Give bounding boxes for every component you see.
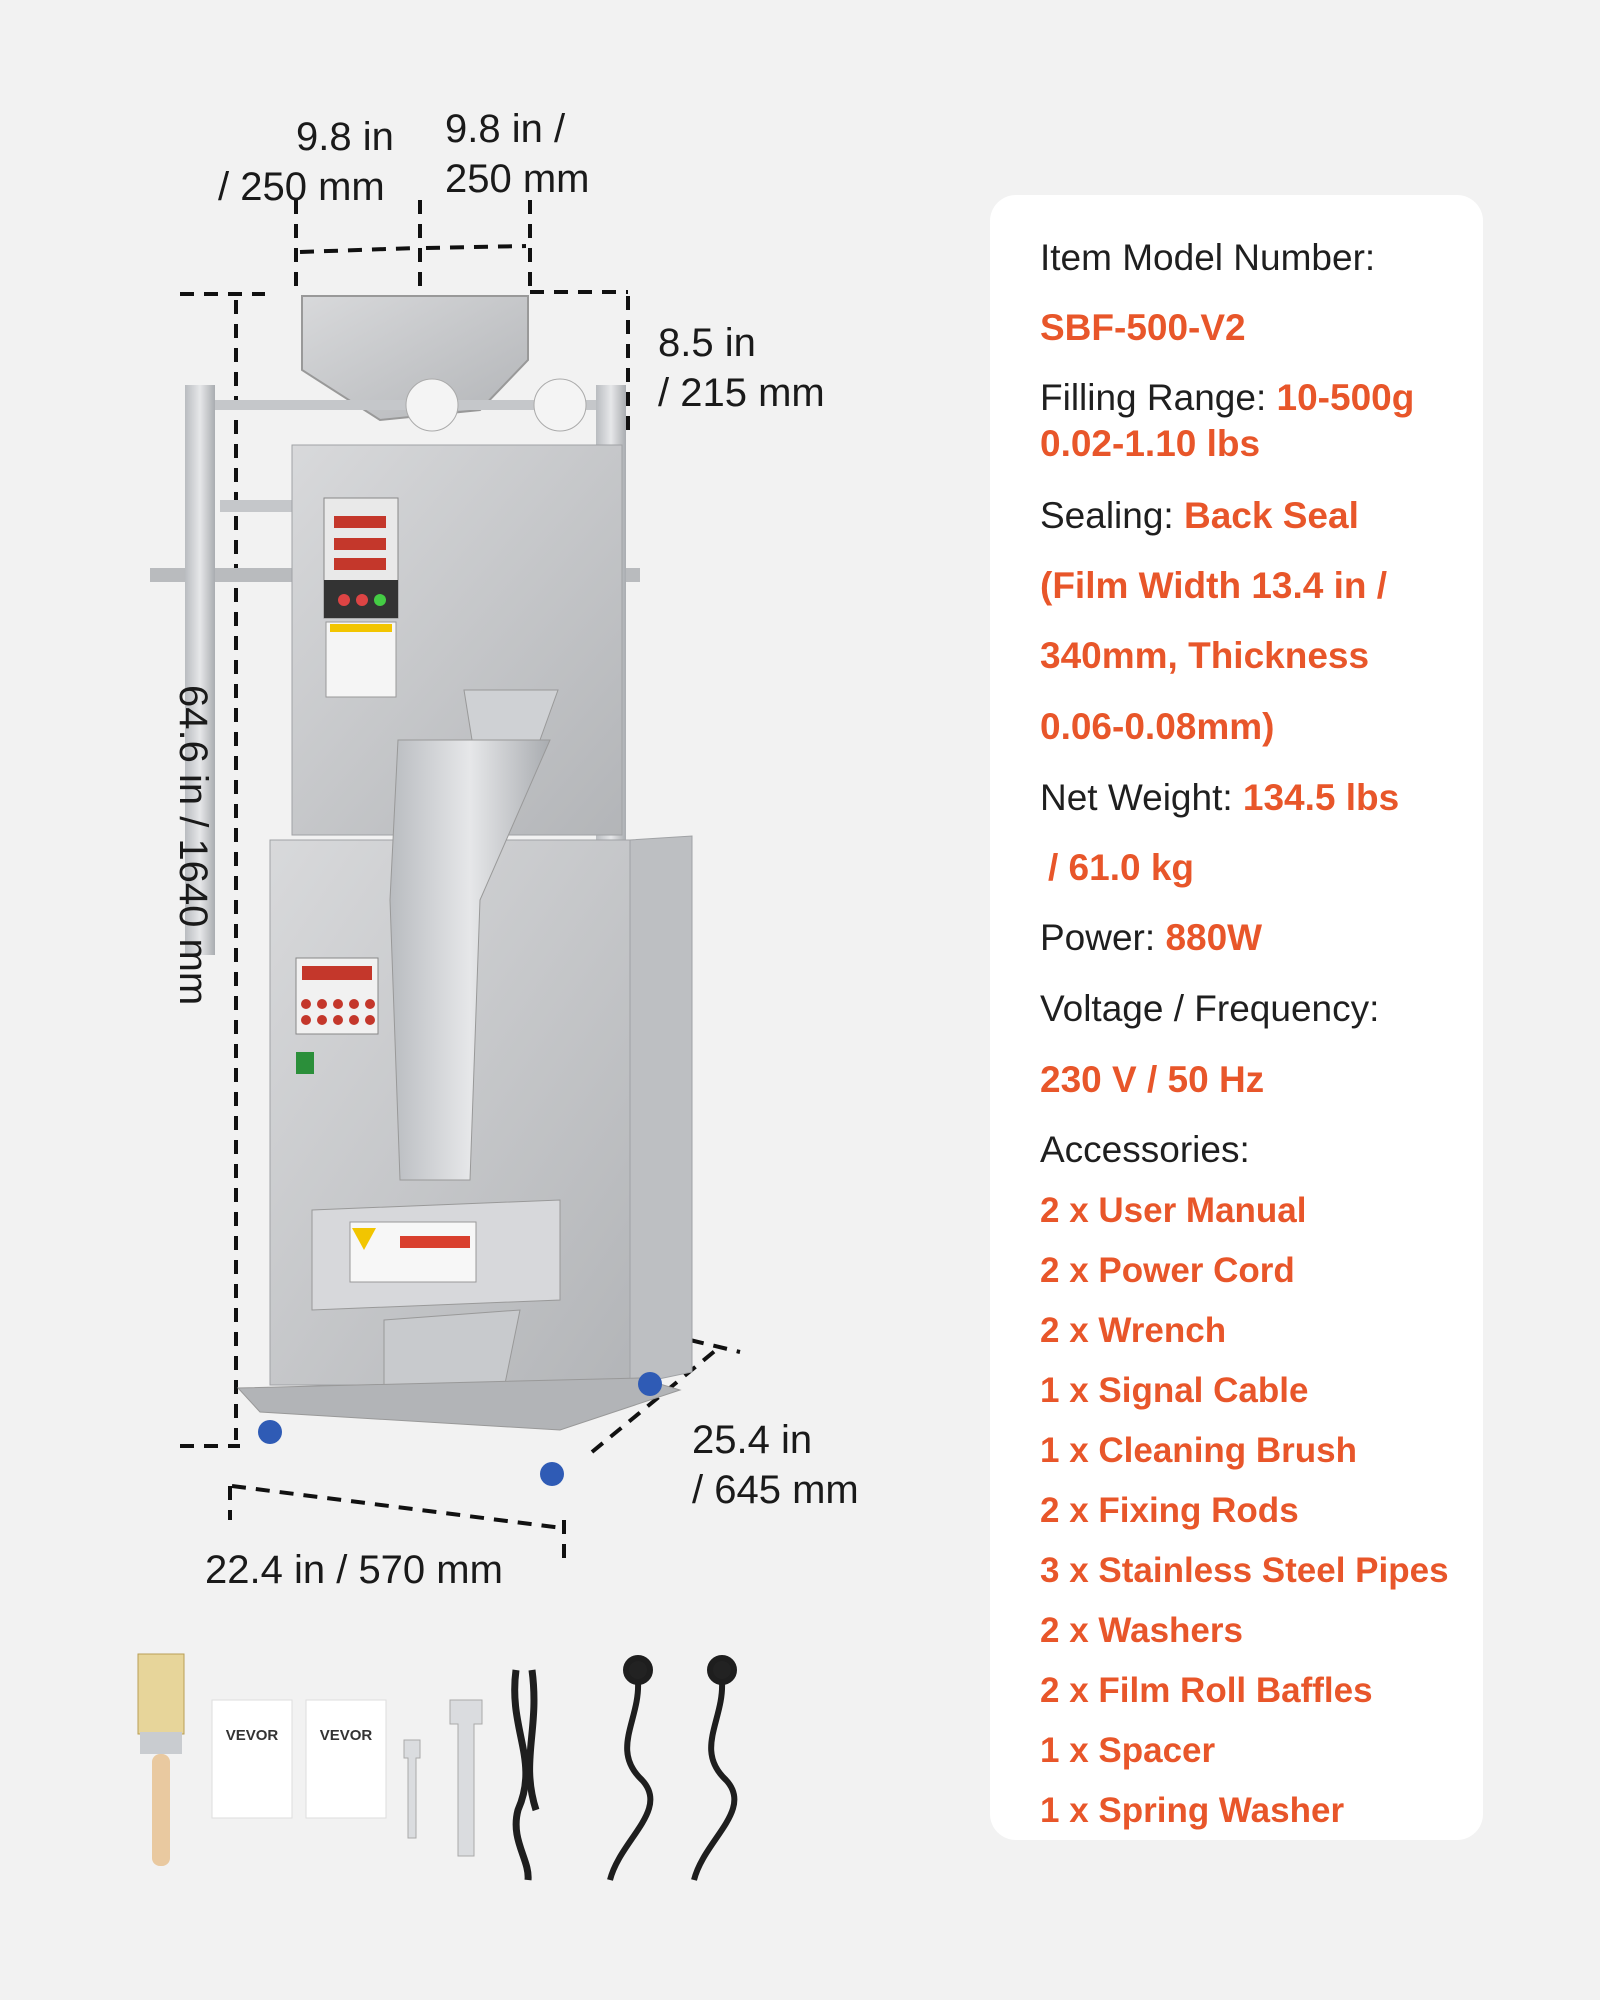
sealing-detail-1: (Film Width 13.4 in / <box>1040 565 1388 606</box>
power-value: 880W <box>1165 917 1263 958</box>
weight-label: Net Weight: <box>1040 777 1233 818</box>
accessory-item: 1 x Spring Washer <box>1040 1791 1345 1830</box>
filling-label: Filling Range: <box>1040 377 1267 418</box>
accessory-item: 2 x User Manual <box>1040 1191 1307 1230</box>
sealing: Sealing: Back Seal <box>1040 493 1359 539</box>
accessory-item: 2 x Wrench <box>1040 1311 1227 1350</box>
dim-width: 22.4 in / 570 mm <box>205 1548 503 1592</box>
net-weight: Net Weight: 134.5 lbs <box>1040 775 1399 821</box>
dim-total-height: 64.6 in / 1640 mm <box>171 685 215 1006</box>
dimension-lines <box>180 200 741 1566</box>
dim-top-right: 9.8 in / 250 mm <box>445 107 590 201</box>
accessory-item: 2 x Power Cord <box>1040 1251 1295 1290</box>
weight-value-kg: / 61.0 kg <box>1048 847 1195 888</box>
manual-icon: VEVOR <box>211 1699 293 1819</box>
accessory-item: 3 x Stainless Steel Pipes <box>1040 1551 1449 1590</box>
dim-hopper-height: 8.5 in / 215 mm <box>658 321 825 415</box>
sealing-detail-2: 340mm, Thickness <box>1040 635 1370 676</box>
accessories-illustration: VEVOR VEVOR <box>137 1653 738 1881</box>
accessory-item: 2 x Washers <box>1040 1611 1243 1650</box>
manual-icon: VEVOR <box>305 1699 387 1819</box>
power-label: Power: <box>1040 917 1156 958</box>
accessories-label: Accessories: <box>1040 1129 1250 1170</box>
accessory-item: 1 x Signal Cable <box>1040 1371 1309 1410</box>
dim-depth: 25.4 in / 645 mm <box>692 1418 859 1512</box>
power: Power: 880W <box>1040 915 1262 961</box>
model-value: SBF-500-V2 <box>1040 307 1246 348</box>
accessory-item: 1 x Spacer <box>1040 1731 1216 1770</box>
manual-brand: VEVOR <box>320 1727 373 1744</box>
filling-range: Filling Range: 10-500g <box>1040 375 1414 421</box>
weight-value: 134.5 lbs <box>1242 777 1400 818</box>
accessory-item: 2 x Fixing Rods <box>1040 1491 1299 1530</box>
dim-top-left: 9.8 in / 250 mm <box>218 115 394 209</box>
filling-value-lbs: 0.02-1.10 lbs <box>1040 423 1261 464</box>
sealing-detail-3: 0.06-0.08mm) <box>1040 706 1275 747</box>
machine-illustration <box>150 200 741 1566</box>
manual-brand: VEVOR <box>226 1727 279 1744</box>
voltage-label: Voltage / Frequency: <box>1040 988 1380 1029</box>
filling-value: 10-500g <box>1276 377 1415 418</box>
wrench-icon <box>403 1699 483 1857</box>
signal-cable-icon <box>511 1669 540 1881</box>
power-cord-icon <box>607 1655 738 1881</box>
voltage-value: 230 V / 50 Hz <box>1040 1059 1265 1100</box>
accessory-item: 1 x Cleaning Brush <box>1040 1431 1358 1470</box>
sealing-value: Back Seal <box>1184 495 1359 536</box>
brush-icon <box>137 1653 185 1866</box>
accessory-item: 2 x Film Roll Baffles <box>1040 1671 1373 1710</box>
spec-card: Item Model Number: SBF-500-V2 Filling Ra… <box>990 195 1483 1840</box>
model-label: Item Model Number: <box>1040 237 1376 278</box>
sealing-label: Sealing: <box>1040 495 1174 536</box>
